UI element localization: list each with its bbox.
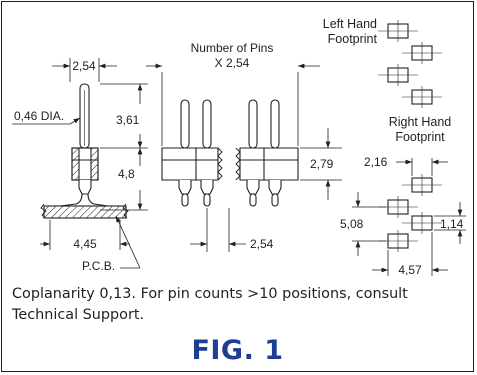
dim-pitch-top: 2,54 [72,59,96,73]
left-footprint-label-1: Left Hand [323,17,377,31]
dim-pin-dia: 0,46 DIA. [14,109,64,123]
dim-pin-above: 3,61 [116,113,140,127]
figure-label: FIG. 1 [191,335,284,366]
number-of-pins-label-2: X 2,54 [215,56,250,70]
dim-fp-row-spacing: 5,08 [340,217,364,231]
dim-fp-pad-width: 2,16 [364,155,388,169]
dim-pitch-bottom: 2,54 [250,237,274,251]
dim-fp-total-width: 4,57 [398,263,422,277]
number-of-pins-label-1: Number of Pins [191,41,274,55]
front-view [161,99,299,207]
side-view [40,83,129,219]
dim-width-bottom: 4,45 [73,237,97,251]
dim-body-height: 4,8 [118,167,135,181]
pcb-label: P.C.B. [82,259,115,273]
right-footprint-label-2: Footprint [395,130,445,144]
left-footprint-label-2: Footprint [328,32,378,46]
caption-text: Coplanarity 0,13. For pin counts >10 pos… [12,286,408,323]
dim-insulator-height: 2,79 [310,157,334,171]
left-hand-footprint [378,20,442,108]
dim-fp-pad-height: 1,14 [440,217,464,231]
right-footprint-label-1: Right Hand [389,115,452,129]
